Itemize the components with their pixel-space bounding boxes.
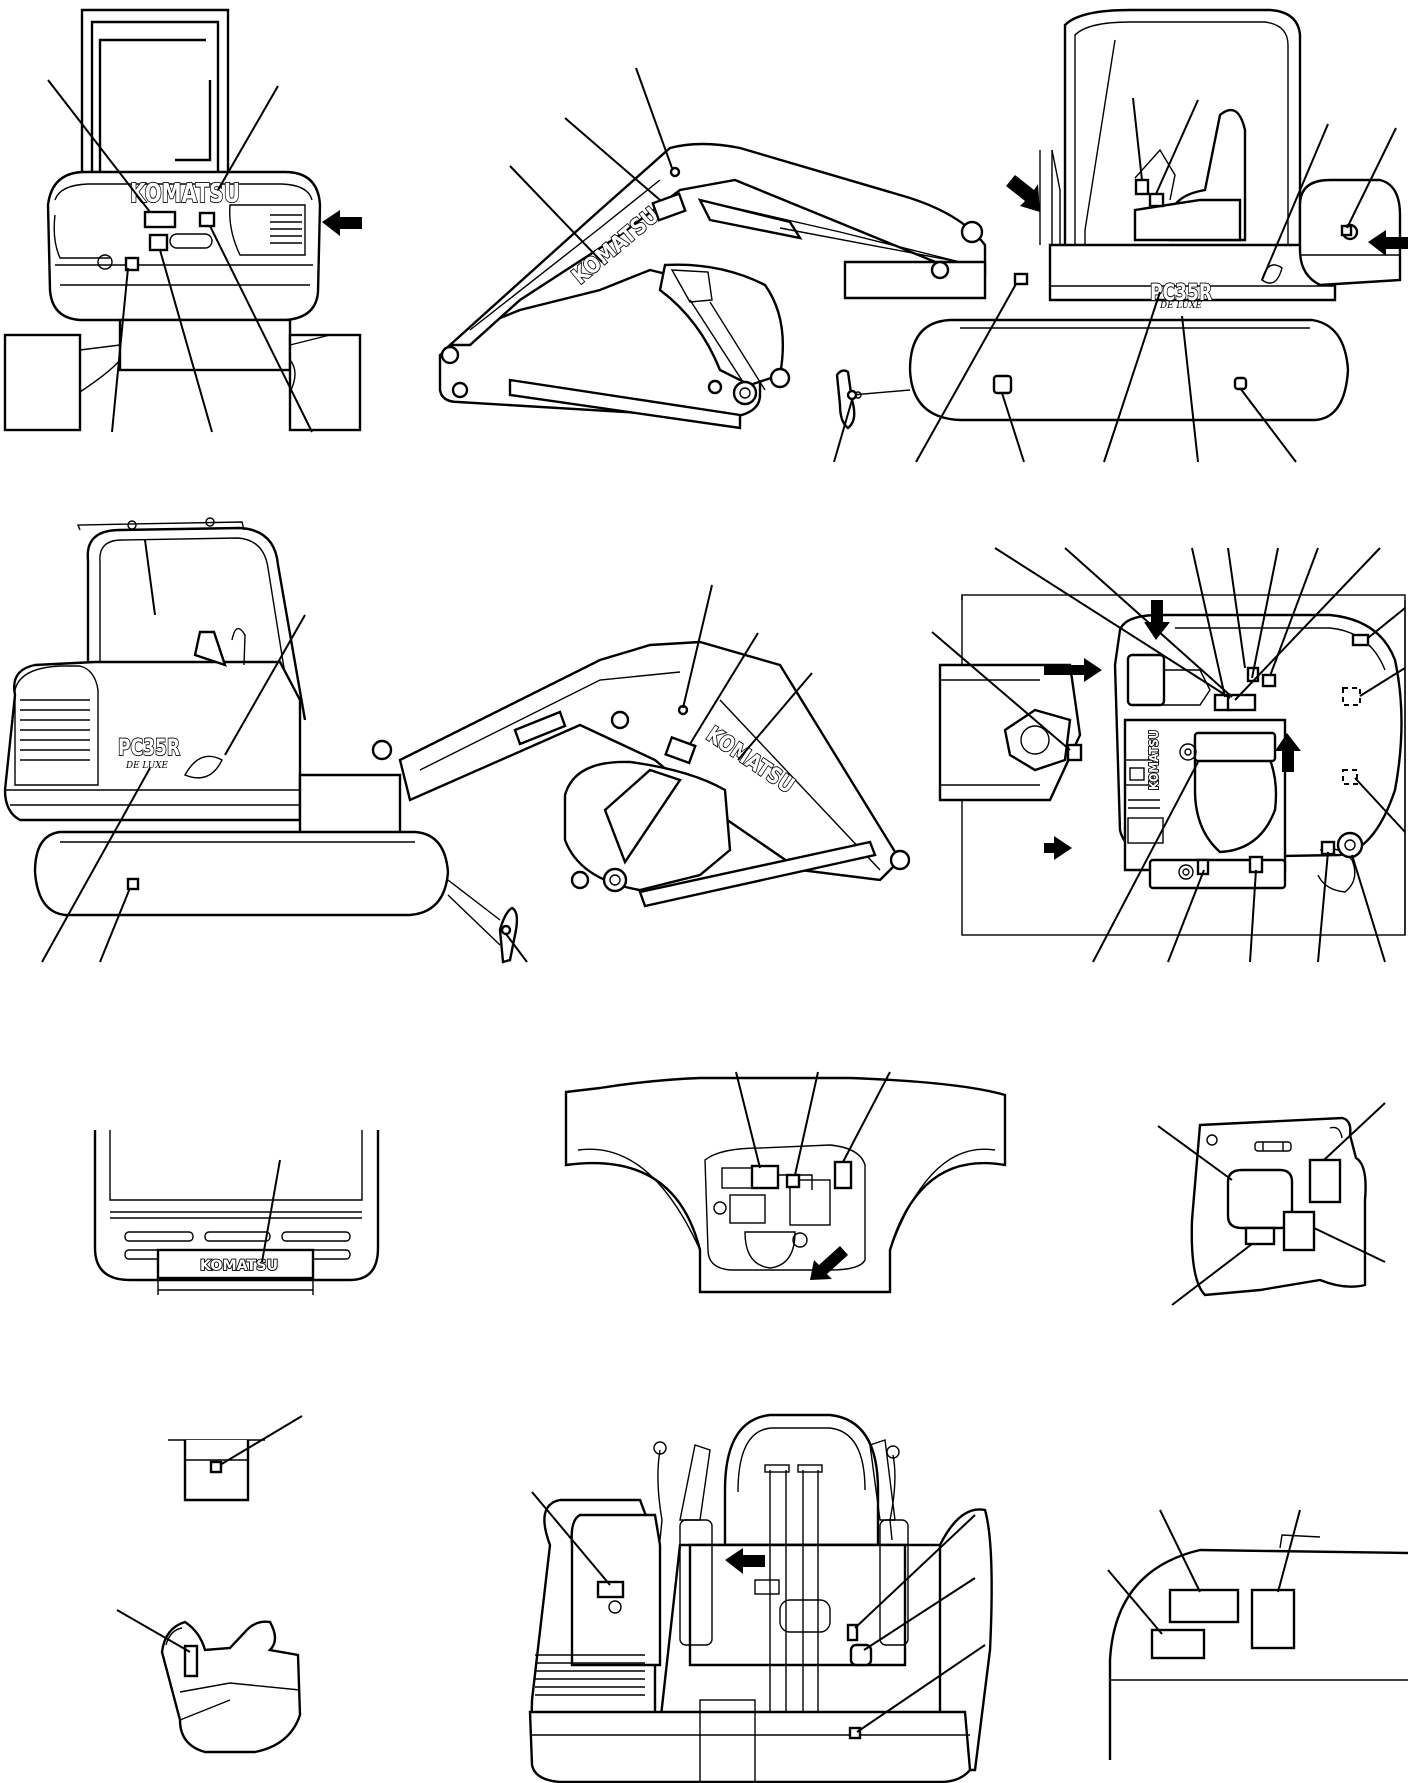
location-arrow-icon xyxy=(1044,836,1072,860)
side-edition-decal: DE LUXE xyxy=(1159,301,1202,311)
top-brand-decal: KOMATSU xyxy=(1147,730,1161,790)
lever-console-view xyxy=(116,1609,302,1754)
location-arrow-icon xyxy=(1275,733,1301,772)
location-arrow-icon xyxy=(322,210,362,236)
location-arrow-icon xyxy=(1044,658,1102,682)
small-panel-view xyxy=(168,1415,303,1502)
left-side-view: KOMATSU PC35R DE LUXE xyxy=(438,8,1408,463)
rear-brand-decal: KOMATSU xyxy=(130,179,240,209)
top-view: KOMATSU xyxy=(931,547,1406,963)
location-arrow-icon xyxy=(1368,230,1408,256)
right-side-view: PC35R DE LUXE KOMATSU xyxy=(3,517,911,964)
pump-cover-view xyxy=(1157,1102,1386,1306)
engine-compartment-view xyxy=(564,1071,1007,1294)
guard-brand-decal: KOMATSU xyxy=(200,1258,278,1274)
location-arrow-icon xyxy=(725,1548,765,1574)
location-arrow-icon xyxy=(1006,175,1040,212)
cab-side-panel-view xyxy=(1107,1509,1409,1760)
rear-view: KOMATSU xyxy=(3,8,362,433)
operator-seat-view xyxy=(528,1413,993,1783)
front-guard-view: KOMATSU xyxy=(93,1130,380,1295)
location-arrow-icon xyxy=(810,1246,848,1280)
right-edition-decal: DE LUXE xyxy=(125,761,168,771)
right-model-decal: PC35R xyxy=(118,736,180,761)
location-arrow-icon xyxy=(1144,600,1170,640)
